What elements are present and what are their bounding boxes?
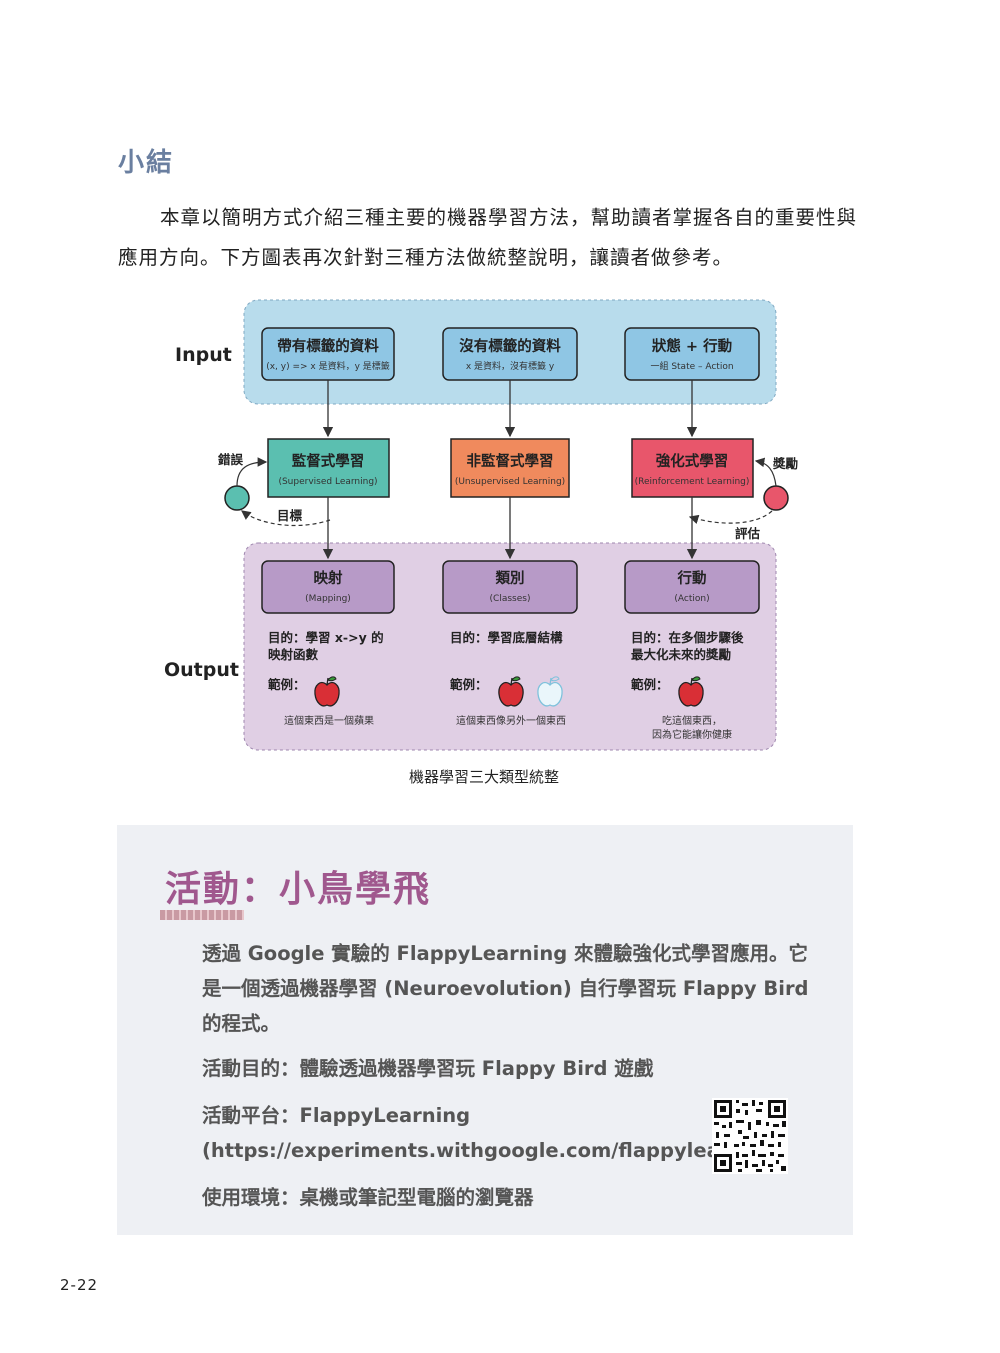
svg-text:非監督式學習: 非監督式學習 bbox=[467, 452, 554, 470]
svg-text:行動: 行動 bbox=[677, 569, 707, 587]
method-box-unsupervised: 非監督式學習 (Unsupervised Learning) bbox=[450, 438, 570, 498]
platform-url[interactable]: (https://experiments.withgoogle.com/flap… bbox=[202, 1139, 787, 1162]
apple-red-icon bbox=[314, 676, 340, 707]
purpose-1-line1: 目的：學習 x->y 的 bbox=[268, 630, 384, 645]
input-box-3: 狀態 + 行動 一組 State – Action bbox=[624, 327, 760, 381]
activity-description: 透過 Google 實驗的 FlappyLearning 來體驗強化式學習應用。… bbox=[202, 942, 809, 1035]
intro-paragraph: 本章以簡明方式介紹三種主要的機器學習方法，幫助讀者掌握各自的重要性與應用方向。下… bbox=[118, 206, 858, 269]
svg-text:強化式學習: 強化式學習 bbox=[656, 452, 729, 470]
example-label-1: 範例： bbox=[268, 677, 306, 692]
svg-text:監督式學習: 監督式學習 bbox=[292, 452, 365, 470]
right-feedback-bottom: 評估 bbox=[735, 526, 761, 541]
section-title: 小結 bbox=[118, 148, 175, 178]
apple-red-icon bbox=[678, 676, 704, 707]
svg-text:(Mapping): (Mapping) bbox=[305, 594, 351, 604]
example-text-3b: 因為它能讓你健康 bbox=[652, 728, 732, 741]
method-box-reinforcement: 強化式學習 (Reinforcement Learning) bbox=[631, 438, 754, 498]
svg-text:(Unsupervised Learning): (Unsupervised Learning) bbox=[455, 477, 565, 487]
svg-text:一組 State – Action: 一組 State – Action bbox=[650, 360, 733, 372]
activity-title: 活動：小鳥學飛 bbox=[165, 869, 432, 910]
output-box-2: 類別 (Classes) bbox=[442, 560, 578, 614]
purpose-3-line1: 目的：在多個步驟後 bbox=[631, 630, 744, 645]
diagram-caption: 機器學習三大類型統整 bbox=[408, 768, 559, 786]
svg-text:沒有標籤的資料: 沒有標籤的資料 bbox=[459, 337, 561, 355]
svg-text:狀態 + 行動: 狀態 + 行動 bbox=[652, 337, 732, 355]
left-feedback-bottom: 目標 bbox=[277, 508, 303, 523]
method-box-supervised: 監督式學習 (Supervised Learning) bbox=[267, 438, 390, 498]
svg-text:(Reinforcement Learning): (Reinforcement Learning) bbox=[635, 477, 750, 487]
example-label-2: 範例： bbox=[450, 677, 488, 692]
page-number: 2-22 bbox=[60, 1276, 99, 1294]
example-text-1: 這個東西是一個蘋果 bbox=[284, 714, 374, 727]
output-box-3: 行動 (Action) bbox=[624, 560, 760, 614]
platform-label: 活動平台：FlappyLearning bbox=[202, 1104, 471, 1127]
ml-summary-diagram: Input Output 帶有標籤的資料 (x, y) => x 是資料，y 是… bbox=[164, 299, 799, 751]
left-feedback-circle bbox=[224, 485, 250, 511]
svg-text:x 是資料，沒有標籤 y: x 是資料，沒有標籤 y bbox=[466, 360, 555, 372]
example-text-2: 這個東西像另外一個東西 bbox=[456, 714, 566, 727]
example-label-3: 範例： bbox=[631, 677, 669, 692]
output-box-1: 映射 (Mapping) bbox=[261, 560, 395, 614]
right-feedback-top: 獎勵 bbox=[772, 456, 799, 471]
apple-outline-icon bbox=[537, 676, 563, 707]
svg-text:(Classes): (Classes) bbox=[490, 594, 531, 604]
svg-text:(x, y) => x 是資料，y 是標籤: (x, y) => x 是資料，y 是標籤 bbox=[266, 360, 390, 372]
svg-text:帶有標籤的資料: 帶有標籤的資料 bbox=[277, 337, 379, 355]
output-label: Output bbox=[164, 659, 239, 681]
purpose-2-line1: 目的：學習底層結構 bbox=[450, 630, 563, 645]
example-text-3a: 吃這個東西， bbox=[662, 714, 722, 727]
input-box-1: 帶有標籤的資料 (x, y) => x 是資料，y 是標籤 bbox=[261, 327, 395, 381]
title-decoration bbox=[160, 910, 244, 920]
svg-text:(Action): (Action) bbox=[674, 594, 709, 604]
activity-environment: 使用環境：桌機或筆記型電腦的瀏覽器 bbox=[202, 1186, 534, 1209]
svg-text:映射: 映射 bbox=[314, 569, 343, 587]
right-feedback-circle bbox=[763, 485, 789, 511]
activity-platform: 活動平台：FlappyLearning (https://experiments… bbox=[202, 1098, 812, 1168]
purpose-3-line2: 最大化未來的獎勵 bbox=[631, 647, 732, 662]
purpose-1-line2: 映射函數 bbox=[268, 647, 319, 662]
svg-text:類別: 類別 bbox=[495, 570, 525, 587]
svg-text:(Supervised Learning): (Supervised Learning) bbox=[278, 477, 377, 487]
qr-code-icon[interactable] bbox=[712, 1098, 788, 1174]
apple-red-icon bbox=[498, 676, 524, 707]
input-label: Input bbox=[175, 344, 232, 366]
input-box-2: 沒有標籤的資料 x 是資料，沒有標籤 y bbox=[442, 327, 578, 381]
left-feedback-top: 錯誤 bbox=[218, 452, 244, 467]
activity-purpose: 活動目的：體驗透過機器學習玩 Flappy Bird 遊戲 bbox=[202, 1057, 654, 1080]
